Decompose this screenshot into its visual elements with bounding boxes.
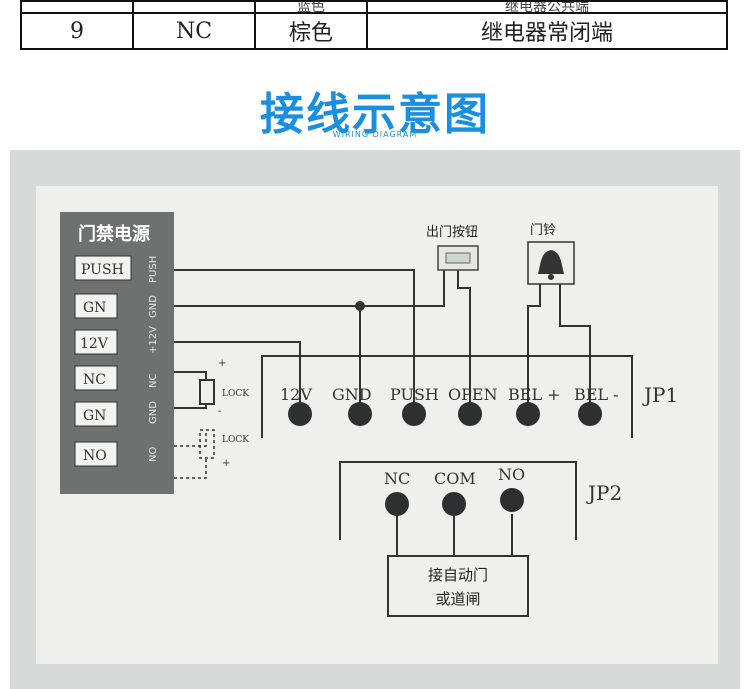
terminal-label: NC (83, 372, 106, 388)
power-terminal-gn2: GN (74, 401, 118, 427)
pin-table: 蓝色 继电器公共端 9 NC 棕色 继电器常闭端 (20, 0, 728, 50)
table-cell: 继电器公共端 (366, 0, 728, 14)
doorbell-label: 门铃 (530, 223, 556, 238)
power-terminal-gn: GN (74, 293, 118, 319)
lock-label: LOCK (222, 389, 249, 399)
jp1-terminal-label: OPEN (448, 385, 498, 404)
jp1-terminal-screw (458, 402, 482, 426)
jp2-terminal-label: COM (434, 469, 476, 488)
table-cell (20, 0, 134, 14)
jp1-terminal-screw (578, 402, 602, 426)
table-cell: 蓝色 (254, 0, 368, 14)
wires (174, 268, 591, 556)
terminal-label: 12V (80, 336, 109, 352)
jp1-terminal-label: PUSH (390, 385, 439, 404)
power-box-title: 门禁电源 (78, 223, 150, 245)
terminal-label: PUSH (81, 262, 124, 278)
table-cell: 继电器常闭端 (366, 12, 728, 50)
side-label: NC (148, 374, 159, 388)
lock-symbol: LOCK + - (199, 358, 249, 417)
side-label: NO (148, 447, 159, 462)
terminal-label: NO (83, 448, 107, 464)
gnd-junction-dot (355, 301, 365, 311)
jp2-terminals: NC COM NO (384, 465, 525, 516)
table-cell (132, 0, 256, 14)
auto-door-box: 接自动门 或道闸 (387, 555, 529, 617)
jp2-bracket (339, 461, 577, 540)
jp1-terminal-screw (288, 402, 312, 426)
table-row: 蓝色 继电器公共端 (20, 0, 728, 14)
power-terminal-push: PUSH (74, 255, 132, 281)
power-terminal-12v: 12V (74, 329, 118, 355)
jp2-terminal-screw (385, 492, 409, 516)
table-row: 9 NC 棕色 继电器常闭端 (20, 12, 728, 50)
power-terminal-nc: NC (74, 365, 118, 391)
lock-label: LOCK (222, 435, 249, 445)
jp1-terminal-label: BEL - (574, 385, 619, 404)
side-label: +12V (148, 326, 159, 354)
jp1-terminal-label: GND (332, 385, 372, 404)
lock-plus: + (218, 358, 226, 369)
exit-button-icon: 出门按钮 (426, 225, 479, 271)
lock-symbol-dashed: LOCK + (174, 429, 249, 479)
jp2-terminal-label: NC (384, 469, 410, 488)
lock-minus: - (218, 406, 221, 417)
terminal-label: GN (83, 408, 106, 424)
table-cell: 9 (20, 12, 134, 50)
side-label: PUSH (148, 256, 159, 283)
table-cell: 棕色 (254, 12, 368, 50)
jp1-terminals: 12V GND PUSH OPEN BEL + BEL - (280, 385, 619, 426)
page-subtitle: WIRING DIAGRAM (332, 130, 418, 139)
page-title: 接线示意图 (260, 89, 490, 140)
jp1-terminal-label: BEL + (508, 385, 561, 404)
jp1-bracket (261, 355, 633, 438)
jp1-terminal-screw (402, 402, 426, 426)
auto-door-label: 或道闸 (435, 590, 480, 608)
power-supply-block: 门禁电源 PUSH GN 12V NC GN NO PUSH GND +12V (60, 212, 174, 494)
jp2-terminal-label: NO (498, 465, 525, 484)
terminal-label: GN (83, 300, 106, 316)
jp2-terminal-screw (442, 492, 466, 516)
side-label: GND (148, 401, 159, 424)
doorbell-icon: 门铃 (527, 223, 575, 285)
jp1-terminal-screw (516, 402, 540, 426)
jp1-terminal-label: 12V (280, 385, 312, 404)
jp2-terminal-screw (500, 488, 524, 512)
exit-button-label: 出门按钮 (426, 225, 478, 240)
jp1-terminal-screw (348, 402, 372, 426)
jp2-label: JP2 (586, 481, 622, 505)
auto-door-label: 接自动门 (428, 566, 488, 584)
side-label: GND (148, 295, 159, 318)
power-terminal-no: NO (74, 441, 118, 467)
table-cell: NC (132, 12, 256, 50)
lock-plus: + (222, 458, 230, 469)
jp1-label: JP1 (642, 383, 678, 407)
